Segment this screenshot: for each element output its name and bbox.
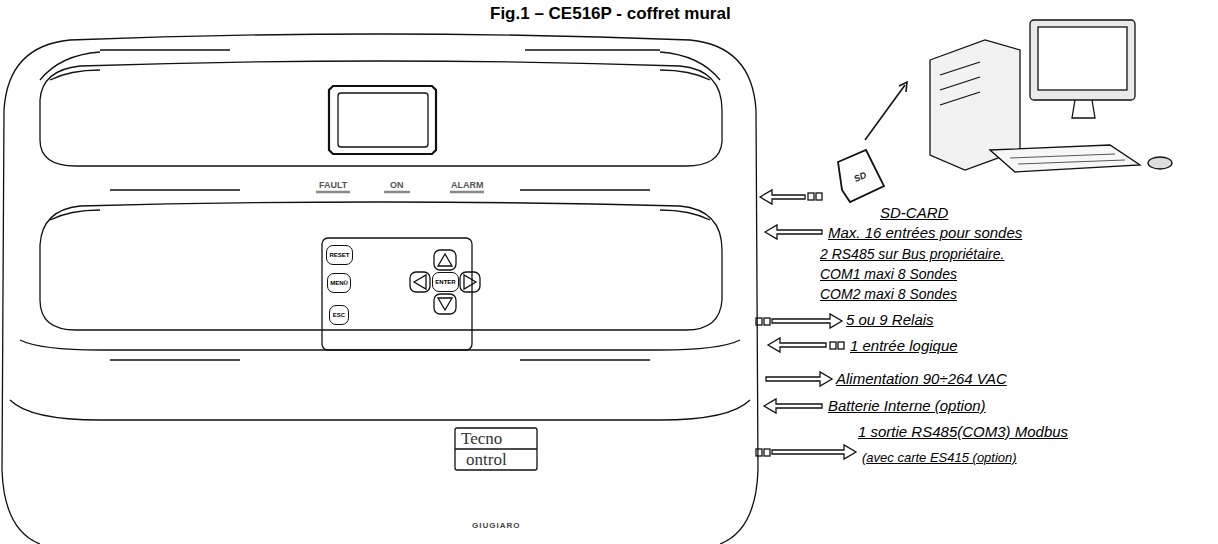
keypad-button: ESC — [329, 305, 349, 325]
button-text: RESET — [329, 252, 349, 258]
callout-label: SD-CARD — [880, 204, 948, 221]
callout-label: Alimentation 90÷264 VAC — [836, 370, 1007, 387]
button-text: MENÙ — [330, 280, 348, 286]
callout-label: Batterie Interne (option) — [828, 397, 986, 414]
callout-label: Max. 16 entrées pour sondes — [828, 224, 1022, 241]
led-label: ON — [390, 180, 404, 190]
figure-title: Fig.1 – CE516P - coffret mural — [490, 4, 731, 24]
logo-text: ontrol — [466, 450, 507, 470]
brand-text: GIUGIARO — [472, 521, 520, 530]
logo-text: Tecno — [461, 429, 502, 449]
button-text: ESC — [333, 312, 345, 318]
callout-label: 2 RS485 sur Bus propriétaire. — [820, 246, 1004, 262]
callout-label: 1 sortie RS485(COM3) Modbus — [858, 423, 1068, 440]
callout-label: COM2 maxi 8 Sondes — [820, 286, 957, 302]
callout-label: 5 ou 9 Relais — [846, 311, 934, 328]
led-label: FAULT — [319, 180, 347, 190]
keypad-button: RESET — [326, 245, 353, 265]
callout-label: COM1 maxi 8 Sondes — [820, 266, 957, 282]
callout-label: 1 entrée logique — [850, 337, 958, 354]
button-text: ENTER — [435, 279, 455, 285]
led-label: ALARM — [451, 180, 484, 190]
keypad-button: MENÙ — [327, 273, 351, 293]
keypad-button: ENTER — [432, 272, 459, 292]
callout-label: (avec carte ES415 (option) — [862, 450, 1017, 465]
